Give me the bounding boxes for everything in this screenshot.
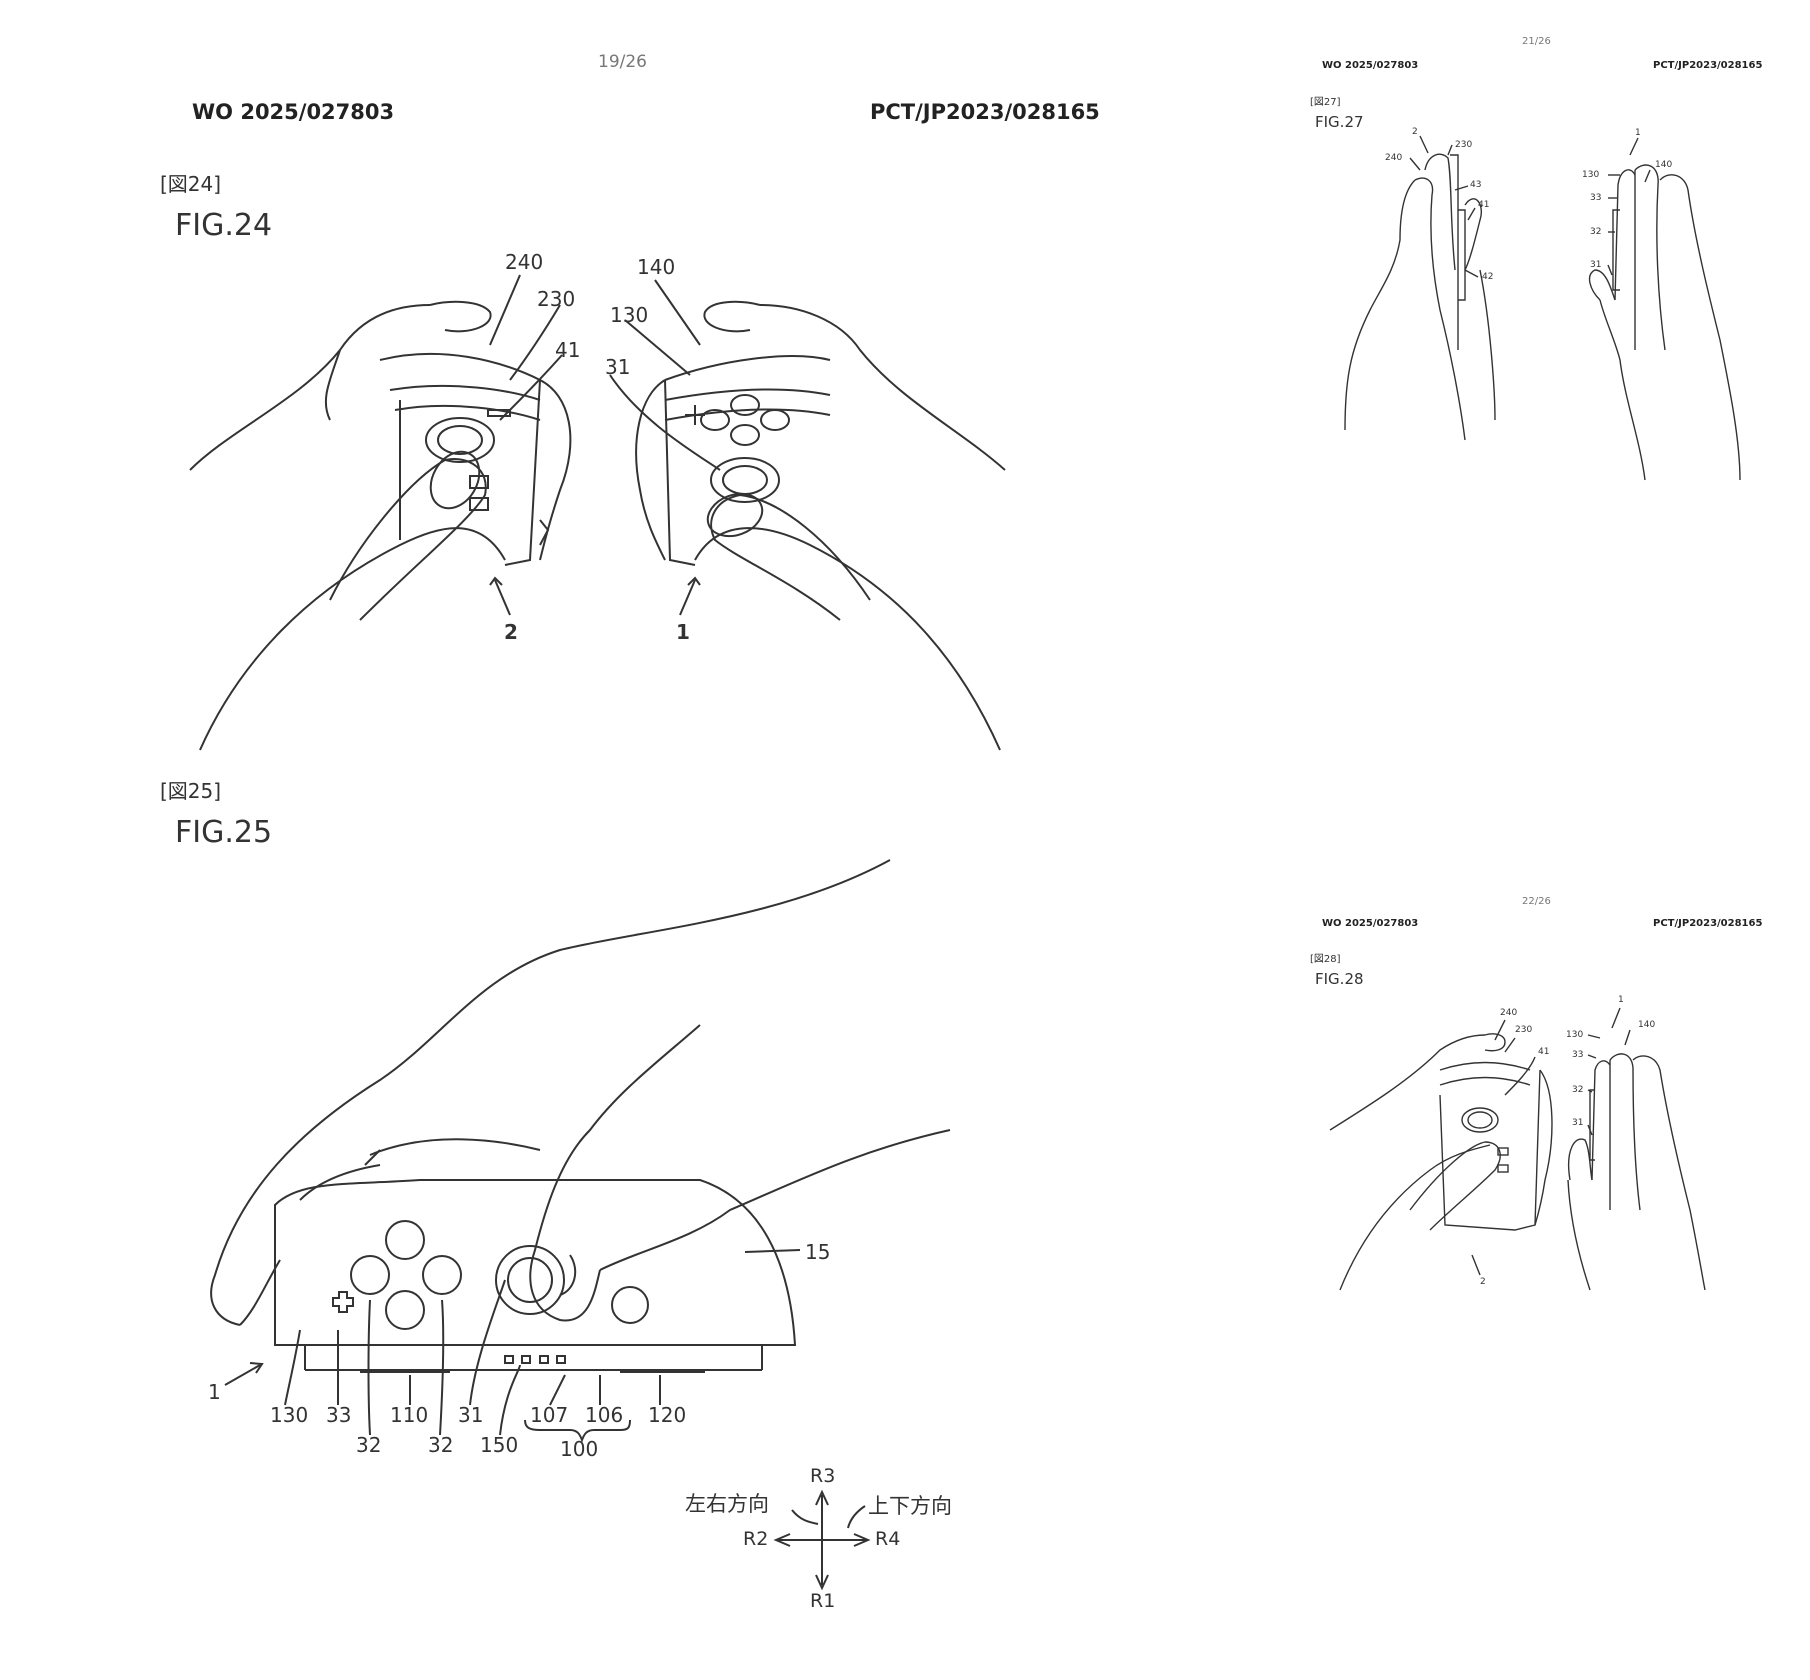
ref-130: 130 bbox=[1582, 170, 1600, 180]
ref-15: 15 bbox=[805, 1240, 831, 1264]
fig24-drawing bbox=[189, 274, 1006, 751]
ref-130: 130 bbox=[1566, 1030, 1584, 1040]
page-number: 22/26 bbox=[1522, 896, 1551, 907]
fig24-leaders bbox=[489, 274, 721, 616]
fig28-leaders bbox=[1471, 1007, 1631, 1276]
ref-31: 31 bbox=[1572, 1118, 1584, 1128]
ref-130: 130 bbox=[610, 303, 649, 327]
ref-31: 31 bbox=[1590, 260, 1602, 270]
patent-sheet-22: 22/26 WO 2025/027803 PCT/JP2023/028165 [… bbox=[1300, 880, 1810, 1340]
fig25-controller-outline bbox=[274, 1179, 797, 1373]
ref-41: 41 bbox=[1538, 1047, 1550, 1057]
ref-2: 2 bbox=[504, 620, 518, 644]
ref-230: 230 bbox=[1515, 1025, 1533, 1035]
ref-43: 43 bbox=[1470, 180, 1482, 190]
ref-32: 32 bbox=[1590, 227, 1602, 237]
fig27-label: FIG.27 bbox=[1315, 113, 1364, 131]
publication-number: WO 2025/027803 bbox=[1322, 60, 1419, 71]
fig25-leaders bbox=[224, 1249, 801, 1443]
ref-1: 1 bbox=[1635, 128, 1641, 138]
fig28-drawing bbox=[1329, 1007, 1706, 1291]
patent-sheet-21: 21/26 WO 2025/027803 PCT/JP2023/028165 [… bbox=[1300, 20, 1810, 481]
direction-r3: R3 bbox=[810, 1465, 836, 1487]
publication-number: WO 2025/027803 bbox=[1322, 918, 1419, 929]
ref-33: 33 bbox=[1590, 193, 1602, 203]
application-number: PCT/JP2023/028165 bbox=[1653, 60, 1763, 71]
ref-33: 33 bbox=[1572, 1050, 1584, 1060]
ref-32-left: 32 bbox=[356, 1433, 382, 1457]
ref-130: 130 bbox=[270, 1403, 309, 1427]
ref-140: 140 bbox=[1655, 160, 1673, 170]
fig27-drawing bbox=[1344, 135, 1741, 481]
ref-230: 230 bbox=[537, 287, 576, 311]
direction-r1: R1 bbox=[810, 1590, 836, 1612]
ref-140: 140 bbox=[1638, 1020, 1656, 1030]
fig27-tag: [図27] bbox=[1310, 97, 1341, 108]
ref-31: 31 bbox=[458, 1403, 484, 1427]
ref-106: 106 bbox=[585, 1403, 624, 1427]
publication-number: WO 2025/027803 bbox=[192, 100, 395, 124]
fig25-label: FIG.25 bbox=[175, 815, 273, 850]
fig28-tag: [図28] bbox=[1310, 954, 1341, 965]
fig28-left-hand-outline bbox=[1329, 1033, 1553, 1291]
ref-240: 240 bbox=[1385, 153, 1403, 163]
application-number: PCT/JP2023/028165 bbox=[1653, 918, 1763, 929]
fig24-right-hand-outline bbox=[635, 300, 1006, 751]
ref-41: 41 bbox=[555, 338, 581, 362]
ref-31: 31 bbox=[605, 355, 631, 379]
fig27-right-hand-outline bbox=[1588, 164, 1741, 481]
ref-1: 1 bbox=[208, 1380, 221, 1404]
ref-2: 2 bbox=[1480, 1277, 1486, 1287]
ref-140: 140 bbox=[637, 255, 676, 279]
direction-r4: R4 bbox=[875, 1528, 901, 1550]
ref-1: 1 bbox=[676, 620, 690, 644]
ref-32: 32 bbox=[1572, 1085, 1584, 1095]
ref-32-right: 32 bbox=[428, 1433, 454, 1457]
ref-33: 33 bbox=[326, 1403, 352, 1427]
direction-diagram bbox=[773, 1489, 871, 1591]
direction-lateral-label: 左右方向 bbox=[685, 1492, 769, 1516]
fig27-leaders bbox=[1409, 135, 1651, 278]
fig27-left-hand-outline bbox=[1344, 153, 1496, 441]
ref-120: 120 bbox=[648, 1403, 687, 1427]
ref-42: 42 bbox=[1482, 272, 1494, 282]
fig25-drawing bbox=[210, 859, 951, 1591]
ref-41: 41 bbox=[1478, 200, 1490, 210]
ref-100: 100 bbox=[560, 1437, 599, 1461]
patent-sheet-19: 19/26 WO 2025/027803 PCT/JP2023/028165 [… bbox=[160, 52, 1100, 1612]
ref-230: 230 bbox=[1455, 140, 1473, 150]
fig28-label: FIG.28 bbox=[1315, 970, 1364, 988]
page-number: 19/26 bbox=[598, 52, 647, 72]
ref-107: 107 bbox=[530, 1403, 569, 1427]
fig24-left-hand-outline bbox=[189, 300, 572, 751]
application-number: PCT/JP2023/028165 bbox=[870, 100, 1100, 124]
direction-r2: R2 bbox=[743, 1528, 769, 1550]
ref-1: 1 bbox=[1618, 995, 1624, 1005]
ref-240: 240 bbox=[505, 250, 544, 274]
ref-110: 110 bbox=[390, 1403, 429, 1427]
ref-2: 2 bbox=[1412, 127, 1418, 137]
page-number: 21/26 bbox=[1522, 36, 1551, 47]
fig25-hand-outline bbox=[210, 859, 951, 1326]
ref-150: 150 bbox=[480, 1433, 519, 1457]
direction-vertical-label: 上下方向 bbox=[868, 1494, 952, 1518]
fig24-tag: [図24] bbox=[160, 172, 222, 196]
ref-240: 240 bbox=[1500, 1008, 1518, 1018]
fig24-label: FIG.24 bbox=[175, 208, 273, 243]
fig25-tag: [図25] bbox=[160, 779, 222, 803]
fig28-right-hand-outline bbox=[1567, 1053, 1706, 1291]
